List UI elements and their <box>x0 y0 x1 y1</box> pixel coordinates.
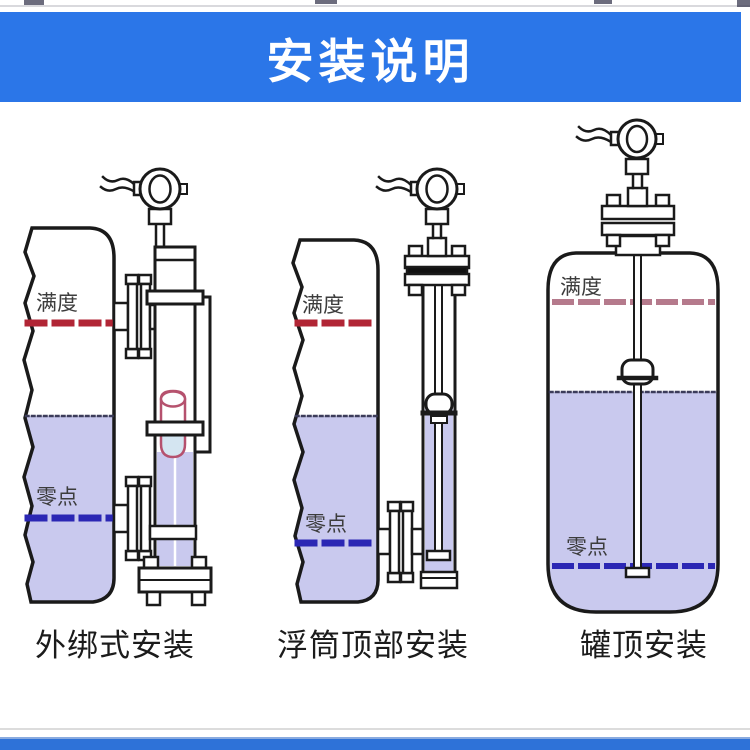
diagram-tank-top: 满度 零点 <box>546 118 720 614</box>
crop-mark <box>594 0 612 4</box>
cable <box>577 125 613 137</box>
chamber-bottom-cap <box>419 570 459 590</box>
float <box>159 389 187 459</box>
full-level-label: 满度 <box>560 276 602 299</box>
cable <box>575 135 613 144</box>
rod-end-plate <box>624 566 651 579</box>
lower-flange <box>112 475 153 562</box>
tank-wall <box>22 226 116 604</box>
strap-clamp-lower <box>145 420 205 437</box>
upper-flange <box>112 273 160 360</box>
tank-outline <box>546 251 720 614</box>
zero-level-label: 零点 <box>36 486 78 509</box>
float <box>420 392 458 424</box>
lower-arm <box>148 524 198 541</box>
page-title: 安装说明 <box>266 34 475 88</box>
bottom-flange <box>137 555 213 607</box>
crop-mark <box>737 0 750 7</box>
strap-bracket <box>194 295 212 454</box>
transmitter-head-icon <box>99 167 188 249</box>
next-section-banner <box>0 737 750 750</box>
top-flange <box>600 186 676 248</box>
page-title-banner: 安装说明 <box>0 12 741 102</box>
caption-chamber-top-mounting: 浮筒顶部安装 <box>277 628 469 663</box>
bottom-divider <box>0 728 750 730</box>
cable <box>101 175 137 187</box>
top-flange <box>403 236 471 297</box>
sensor-rod <box>633 234 642 573</box>
crop-mark <box>24 0 44 5</box>
top-divider <box>0 5 750 7</box>
zero-level-label: 零点 <box>305 513 347 536</box>
diagram-chamber-top: 满度 零点 <box>291 167 471 604</box>
full-level-label: 满度 <box>36 292 78 315</box>
side-flange <box>376 500 425 584</box>
zero-level-label: 零点 <box>566 536 608 559</box>
tank-liquid <box>24 416 114 602</box>
full-level-label: 满度 <box>302 294 344 317</box>
tank-neck <box>614 234 662 257</box>
tank-liquid <box>294 416 378 602</box>
caption-tank-top-mounting: 罐顶安装 <box>580 628 708 663</box>
cable <box>99 185 137 194</box>
cable <box>375 185 413 194</box>
strap-clamp-upper <box>145 289 205 306</box>
transmitter-head-icon <box>375 167 465 240</box>
crop-mark <box>315 0 337 4</box>
rod-end-plate <box>425 549 452 562</box>
cable <box>377 175 413 187</box>
caption-external-strap-mounting: 外绑式安装 <box>35 628 195 663</box>
transmitter-head-icon <box>575 118 664 190</box>
float <box>616 358 659 386</box>
tank-wall <box>291 238 380 604</box>
diagram-external-strap: 满度 零点 <box>22 167 213 607</box>
